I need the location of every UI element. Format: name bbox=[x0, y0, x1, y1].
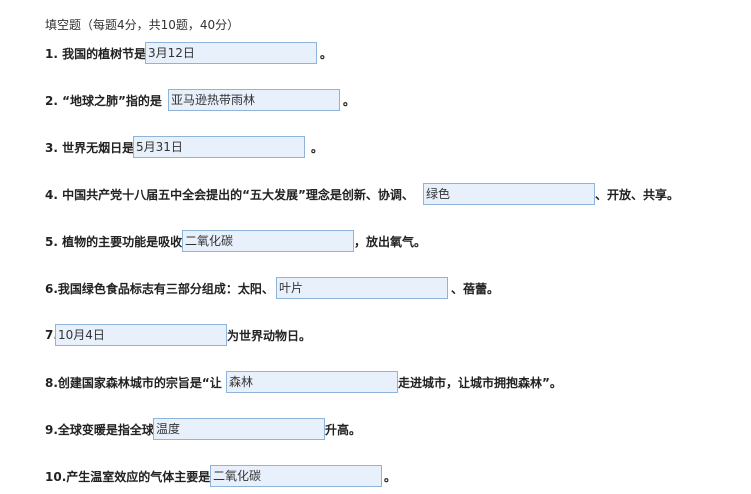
question-9-prefix: 9.全球变暖是指全球 bbox=[45, 422, 154, 437]
question-3: 3. 世界无烟日是 5月31日 。 bbox=[45, 136, 323, 158]
question-6: 6.我国绿色食品标志有三部分组成：太阳、 叶片 、蓓蕾。 bbox=[45, 277, 499, 299]
question-10-suffix: 。 bbox=[384, 469, 397, 484]
question-3-suffix: 。 bbox=[311, 140, 324, 155]
answer-input-3[interactable]: 5月31日 bbox=[133, 136, 305, 158]
question-1-suffix: 。 bbox=[320, 46, 333, 61]
answer-input-1[interactable]: 3月12日 bbox=[145, 42, 317, 64]
question-5-prefix: 5. 植物的主要功能是吸收 bbox=[45, 234, 183, 249]
question-7-prefix: 7. bbox=[45, 328, 58, 342]
question-7-suffix: 为世界动物日。 bbox=[227, 328, 312, 343]
answer-input-10[interactable]: 二氧化碳 bbox=[210, 465, 382, 487]
question-2-prefix: 2. “地球之肺”指的是 bbox=[45, 93, 162, 108]
question-5: 5. 植物的主要功能是吸收 二氧化碳 ，放出氧气。 bbox=[45, 230, 426, 252]
question-2: 2. “地球之肺”指的是 亚马逊热带雨林 。 bbox=[45, 89, 355, 111]
question-4-prefix: 4. 中国共产党十八届五中全会提出的“五大发展”理念是创新、协调、 bbox=[45, 187, 414, 202]
question-10-prefix: 10.产生温室效应的气体主要是 bbox=[45, 469, 211, 484]
question-3-prefix: 3. 世界无烟日是 bbox=[45, 140, 135, 155]
question-1: 1. 我国的植树节是 3月12日 。 bbox=[45, 42, 332, 64]
section-header: 填空题（每题4分，共10题，40分） bbox=[45, 18, 240, 32]
answer-input-8[interactable]: 森林 bbox=[226, 371, 398, 393]
answer-input-6[interactable]: 叶片 bbox=[276, 277, 448, 299]
question-9: 9.全球变暖是指全球 温度 升高。 bbox=[45, 418, 361, 440]
question-8: 8.创建国家森林城市的宗旨是“让 森林 走进城市，让城市拥抱森林”。 bbox=[45, 371, 562, 393]
answer-input-9[interactable]: 温度 bbox=[153, 418, 325, 440]
answer-input-5[interactable]: 二氧化碳 bbox=[182, 230, 354, 252]
question-5-suffix: ，放出氧气。 bbox=[354, 234, 427, 249]
question-8-prefix: 8.创建国家森林城市的宗旨是“让 bbox=[45, 375, 222, 390]
answer-input-2[interactable]: 亚马逊热带雨林 bbox=[168, 89, 340, 111]
answer-input-4[interactable]: 绿色 bbox=[423, 183, 595, 205]
question-4: 4. 中国共产党十八届五中全会提出的“五大发展”理念是创新、协调、 绿色 、开放… bbox=[45, 183, 679, 205]
question-8-suffix: 走进城市，让城市拥抱森林”。 bbox=[398, 375, 562, 390]
question-4-suffix: 、开放、共享。 bbox=[595, 187, 680, 202]
question-6-prefix: 6.我国绿色食品标志有三部分组成：太阳、 bbox=[45, 281, 274, 296]
question-2-suffix: 。 bbox=[343, 93, 356, 108]
question-7: 7. 10月4日 为世界动物日。 bbox=[45, 324, 311, 346]
answer-input-7[interactable]: 10月4日 bbox=[55, 324, 227, 346]
question-10: 10.产生温室效应的气体主要是 二氧化碳 。 bbox=[45, 465, 396, 487]
question-9-suffix: 升高。 bbox=[325, 422, 362, 437]
question-6-suffix: 、蓓蕾。 bbox=[451, 281, 500, 296]
question-1-prefix: 1. 我国的植树节是 bbox=[45, 46, 147, 61]
